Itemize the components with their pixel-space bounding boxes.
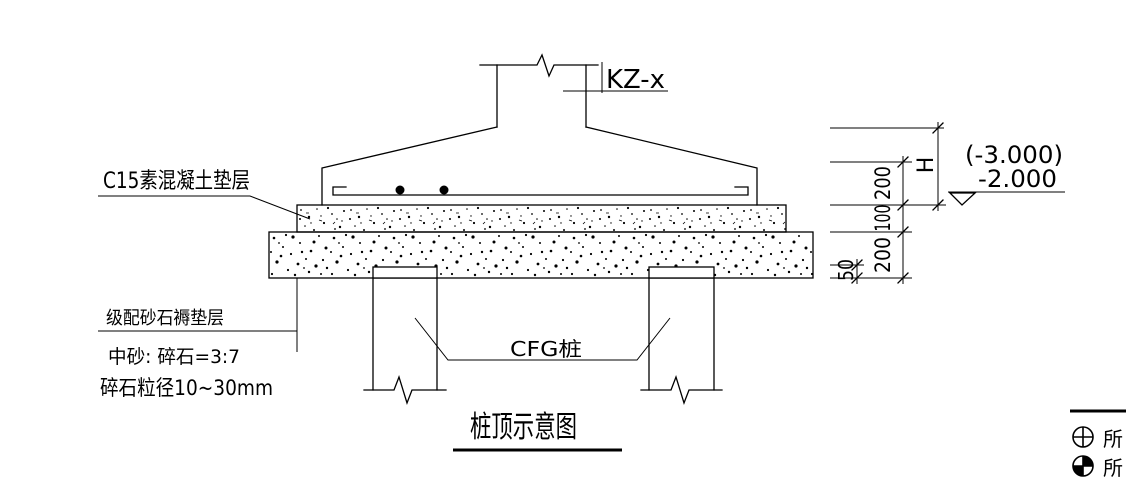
- dimension-gravel-thickness: 200: [871, 237, 895, 273]
- c15-label-group: C15素混凝土垫层: [98, 169, 311, 220]
- gravel-label-leader: [98, 278, 298, 352]
- footing: [321, 126, 758, 206]
- c15-label-leader: [98, 195, 311, 220]
- gravel-cushion-label: 级配砂石褥垫层: [106, 308, 224, 329]
- dimension-pile-embedment: 50: [834, 259, 858, 281]
- column-label-group: KZ-x: [563, 62, 668, 95]
- gravel-mix-ratio: 中砂: 碎石=3:7: [108, 346, 240, 368]
- dimension-column-height: H: [914, 157, 939, 174]
- pile-head: [372, 266, 438, 279]
- c15-cushion-layer: [296, 204, 787, 233]
- column-label-leader: [563, 62, 668, 93]
- elevation-triangle-icon: [948, 192, 977, 206]
- footing-left-outline: [321, 126, 498, 206]
- pile-label-group: CFG桩: [414, 317, 671, 361]
- legend-item-text: 所: [1103, 456, 1123, 480]
- footing-right-outline: [585, 126, 758, 206]
- dimension-c15-thickness: 100: [871, 205, 895, 232]
- dimension-ticks: [851, 122, 944, 284]
- quadrant-filled-circle-icon: [1072, 455, 1094, 477]
- cfg-pile-right: [640, 266, 723, 405]
- footing-bottom-rebar: [332, 186, 749, 196]
- cfg-pile-left: [363, 266, 447, 405]
- extension-lines: [830, 127, 946, 279]
- elevation-upper: (-3.000): [965, 141, 1063, 169]
- c15-cushion-label: C15素混凝土垫层: [103, 169, 250, 194]
- pile-label-leader: [414, 317, 671, 361]
- pile-shaft: [372, 277, 438, 391]
- drawing-title-group: 桩顶示意图: [453, 410, 622, 452]
- pile-break-line: [640, 375, 723, 405]
- pile-break-line: [363, 375, 447, 405]
- rebar-dot: [439, 185, 449, 195]
- column-stub: [479, 53, 599, 128]
- column-label: KZ-x: [606, 65, 665, 95]
- column-break-line: [479, 53, 599, 78]
- rebar-dot: [395, 185, 405, 195]
- gravel-aggregate-size: 碎石粒径10~30mm: [100, 376, 273, 400]
- dimension-group: 200 100 200 50 H: [830, 122, 946, 284]
- cross-circle-icon: [1072, 426, 1094, 448]
- pile-head: [648, 266, 715, 279]
- drawing-title: 桩顶示意图: [470, 410, 577, 445]
- pile-label: CFG桩: [510, 337, 582, 361]
- gravel-cushion-layer: [268, 231, 814, 279]
- dimension-footing-edge: 200: [871, 166, 895, 200]
- legend-item-text: 所: [1103, 427, 1123, 451]
- gravel-label-group: 级配砂石褥垫层 中砂: 碎石=3:7 碎石粒径10~30mm: [98, 278, 298, 400]
- elevation-marker: (-3.000) -2.000: [948, 141, 1065, 206]
- pile-shaft: [648, 277, 715, 391]
- legend: 所 所: [1070, 409, 1126, 480]
- elevation-lower: -2.000: [978, 165, 1057, 193]
